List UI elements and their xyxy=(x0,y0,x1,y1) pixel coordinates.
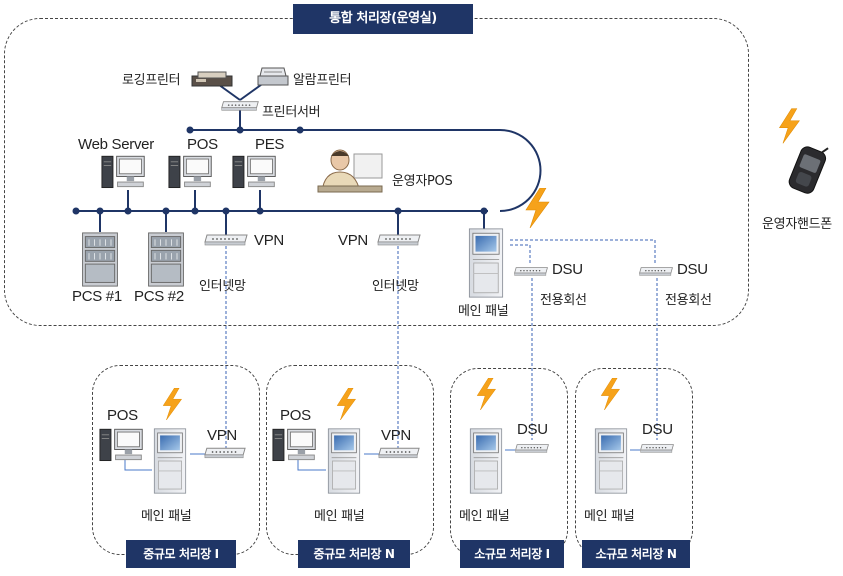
site1-title: 중규모 처리장 I xyxy=(126,540,236,568)
lightning-bolt-icon xyxy=(476,378,496,410)
site2-pos-icon xyxy=(272,428,316,462)
lightning-bolt-icon xyxy=(600,378,620,410)
main-panel-label: 메인 패널 xyxy=(458,304,509,319)
site2-main-panel-icon xyxy=(327,428,361,494)
leased-line-label-2: 전용회선 xyxy=(665,293,712,308)
pes-label: PES xyxy=(255,136,285,153)
wan-links xyxy=(225,239,658,448)
site1-main-panel-label: 메인 패널 xyxy=(141,509,192,524)
printer-server-icon xyxy=(221,101,259,111)
internet-label-2: 인터넷망 xyxy=(372,279,419,294)
dsu-device-icon-1 xyxy=(514,267,548,276)
dsu-device-icon-2 xyxy=(639,267,673,276)
logging-printer-label: 로깅프린터 xyxy=(122,73,181,88)
site2-main-panel-label: 메인 패널 xyxy=(314,509,365,524)
pcs2-rack-icon xyxy=(148,232,184,287)
site1-main-panel-icon xyxy=(153,428,187,494)
site4-title: 소규모 처리장 N xyxy=(582,540,690,568)
mobile-phone-icon xyxy=(788,146,829,194)
site3-dsu-icon xyxy=(515,444,549,453)
site2-vpn-label: VPN xyxy=(381,427,411,444)
site2-title: 중규모 처리장 N xyxy=(298,540,410,568)
lightning-bolt-icon xyxy=(525,188,550,228)
site-connectors xyxy=(124,449,640,471)
pes-computer-icon xyxy=(232,155,276,189)
site4-dsu-icon xyxy=(640,444,674,453)
leased-line-label-1: 전용회선 xyxy=(540,293,587,308)
dsu-label-2: DSU xyxy=(677,261,708,278)
operator-phone-label: 운영자핸드폰 xyxy=(762,217,832,232)
alarm-printer-label: 알람프린터 xyxy=(293,73,352,88)
printer-server-label: 프린터서버 xyxy=(262,105,321,120)
site1-pos-label: POS xyxy=(107,407,138,424)
internet-label-1: 인터넷망 xyxy=(199,279,246,294)
site1-pos-icon xyxy=(99,428,143,462)
vpn-device-icon-2 xyxy=(377,234,421,246)
site2-pos-label: POS xyxy=(280,407,311,424)
pos-label: POS xyxy=(187,136,218,153)
operator-pos-icon xyxy=(317,149,383,193)
site3-dsu-label: DSU xyxy=(517,421,548,438)
web-server-icon xyxy=(101,155,145,189)
logging-printer-icon xyxy=(191,71,233,87)
site1-vpn-label: VPN xyxy=(207,427,237,444)
site4-main-panel-label: 메인 패널 xyxy=(584,509,635,524)
pcs1-label: PCS #1 xyxy=(72,288,122,305)
vpn-label-2: VPN xyxy=(338,232,368,249)
lightning-bolt-icon xyxy=(162,388,182,420)
alarm-printer-icon xyxy=(257,67,289,86)
site3-main-panel-icon xyxy=(469,428,503,494)
operator-pos-label: 운영자POS xyxy=(392,174,453,189)
bus-nodes xyxy=(72,126,488,215)
lightning-bolt-icon xyxy=(336,388,356,420)
dsu-label-1: DSU xyxy=(552,261,583,278)
site3-main-panel-label: 메인 패널 xyxy=(459,509,510,524)
site2-vpn-icon xyxy=(378,447,420,459)
site1-vpn-icon xyxy=(204,447,246,459)
site4-main-panel-icon xyxy=(594,428,628,494)
site4-dsu-label: DSU xyxy=(642,421,673,438)
vpn-label-1: VPN xyxy=(254,232,284,249)
lightning-bolt-icon xyxy=(779,108,800,144)
central-room-title: 통합 처리장(운영실) xyxy=(293,4,473,34)
main-panel-icon xyxy=(468,228,504,298)
pos-computer-icon xyxy=(168,155,212,189)
pcs2-label: PCS #2 xyxy=(134,288,184,305)
web-server-label: Web Server xyxy=(78,136,154,153)
vpn-device-icon-1 xyxy=(204,234,248,246)
pcs1-rack-icon xyxy=(82,232,118,287)
site3-title: 소규모 처리장 I xyxy=(460,540,564,568)
